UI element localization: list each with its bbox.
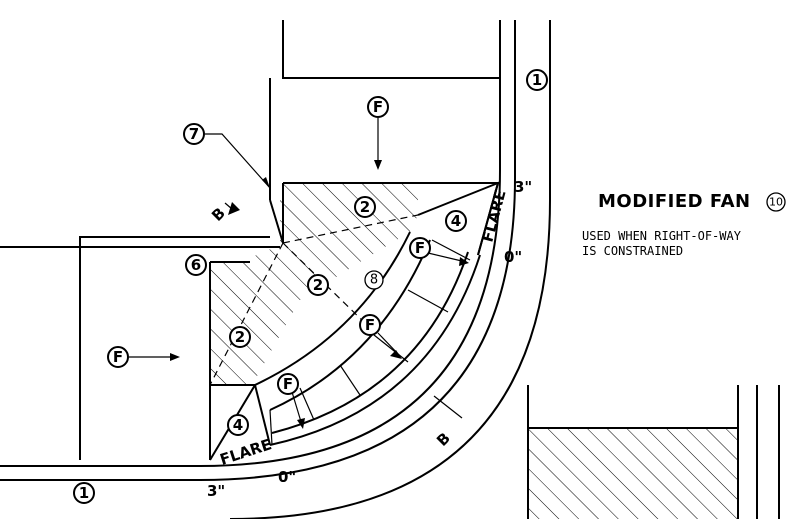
svg-text:F: F: [283, 375, 293, 393]
section-b-label-top: B: [208, 204, 229, 225]
note-line-1: USED WHEN RIGHT-OF-WAY: [582, 229, 742, 243]
callout-4-left: 4: [227, 414, 249, 436]
callout-4-right: 4: [445, 210, 467, 232]
height-label-0in-bottom: 0": [278, 468, 296, 486]
flow-arrows: [129, 118, 469, 429]
svg-text:4: 4: [233, 416, 243, 434]
title-text: MODIFIED FAN: [598, 191, 751, 212]
height-label-0in-right: 0": [504, 248, 522, 266]
callout-f-top: F: [367, 96, 389, 118]
flare-panels: [209, 181, 500, 461]
callout-f-middle: F: [359, 314, 381, 336]
callout-2-middle: 2: [307, 274, 329, 296]
svg-text:F: F: [373, 98, 383, 116]
title-detail-number: 10: [769, 196, 783, 209]
note-line-2: IS CONSTRAINED: [582, 244, 683, 258]
svg-text:2: 2: [313, 276, 323, 294]
curb-lines: [0, 20, 551, 519]
callout-f-left: F: [107, 346, 129, 368]
flare-label-right: FLARE: [478, 188, 509, 244]
svg-text:F: F: [113, 348, 123, 366]
callout-2-left: 2: [229, 326, 251, 348]
callout-8: 8: [364, 270, 384, 290]
svg-text:F: F: [415, 239, 425, 257]
svg-text:2: 2: [360, 198, 370, 216]
callout-f-bottom: F: [277, 373, 299, 395]
svg-text:4: 4: [451, 212, 461, 230]
callout-f-right: F: [409, 237, 431, 259]
height-label-3in-bottom: 3": [207, 482, 225, 500]
height-label-3in-right: 3": [514, 178, 532, 196]
callout-7-leader: [205, 133, 271, 189]
svg-text:2: 2: [235, 328, 245, 346]
callout-2-top: 2: [354, 196, 376, 218]
curved-ramp: [254, 231, 481, 446]
inset-detail-partial: [527, 385, 780, 519]
svg-text:7: 7: [189, 125, 199, 143]
section-b-label-bottom: B: [433, 429, 454, 450]
callout-1-bottom: 1: [73, 482, 95, 504]
svg-text:F: F: [365, 316, 375, 334]
svg-text:8: 8: [370, 273, 378, 288]
callout-6: 6: [185, 254, 207, 276]
callout-1-top: 1: [526, 69, 548, 91]
svg-text:6: 6: [191, 256, 201, 274]
callout-7: 7: [183, 123, 205, 145]
detail-title: MODIFIED FAN 10: [598, 191, 786, 212]
svg-text:1: 1: [79, 484, 89, 502]
svg-text:1: 1: [532, 71, 542, 89]
section-cut-b-marker-top: B: [208, 202, 240, 225]
